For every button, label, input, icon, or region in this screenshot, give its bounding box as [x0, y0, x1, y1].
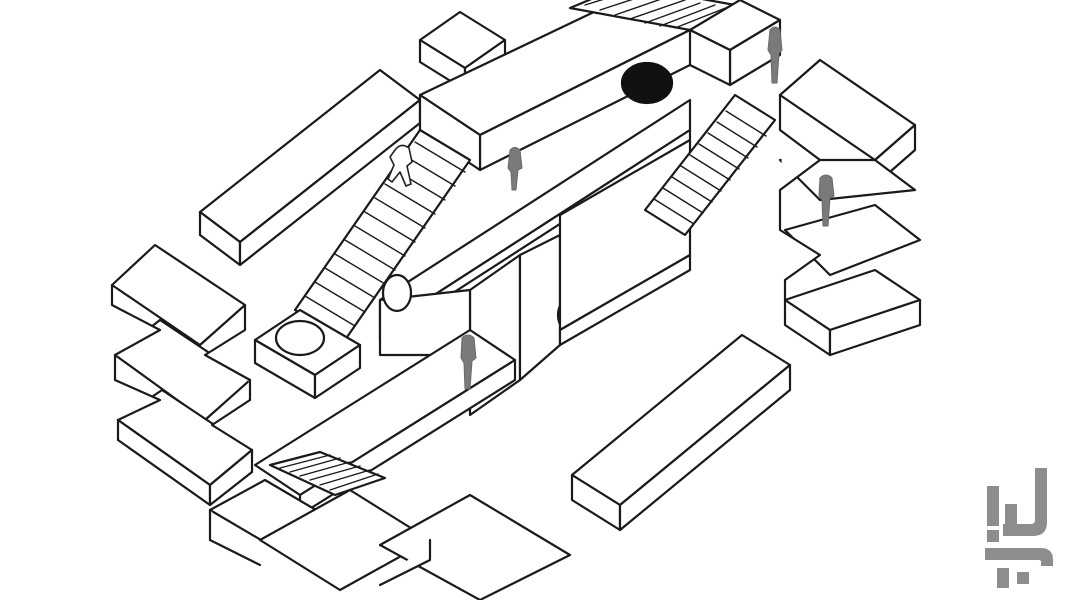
left-ledge: [253, 308, 362, 400]
right-staircase: [643, 93, 777, 237]
top-right-platform: [688, 0, 782, 87]
hero-figure[interactable]: [387, 144, 413, 187]
left-stepped-block: [110, 243, 254, 507]
figure-1: [507, 147, 523, 191]
figure-3: [818, 174, 835, 227]
bottom-stepped-block: [208, 478, 572, 600]
cafe-bazaar-watermark-icon: [985, 468, 1053, 588]
lower-staircase: [268, 450, 387, 497]
central-right-wall: [558, 138, 692, 347]
black-ball[interactable]: [620, 61, 674, 105]
right-stepped-block: [778, 58, 922, 357]
floating-block-right: [570, 333, 792, 532]
figure-2: [767, 26, 783, 84]
figure-4: [460, 334, 477, 390]
